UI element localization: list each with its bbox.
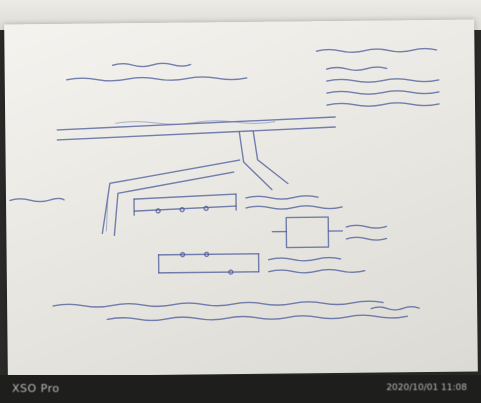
photo-frame-bar [0, 375, 481, 403]
building-sketch-lower [157, 251, 366, 275]
road-drawing [56, 116, 336, 237]
timestamp-watermark: 2020/10/01 11:08 [386, 383, 467, 393]
building-sketch-upper [133, 193, 343, 216]
handwritten-sketch [9, 47, 440, 322]
left-label-scribble [9, 197, 65, 203]
notes-scribble [315, 47, 440, 107]
room-sketch [271, 216, 388, 249]
camera-watermark: XSO Pro [12, 382, 60, 395]
footer-scribble [52, 300, 420, 322]
paper-sheet [4, 19, 478, 377]
heading-scribble [66, 62, 248, 82]
